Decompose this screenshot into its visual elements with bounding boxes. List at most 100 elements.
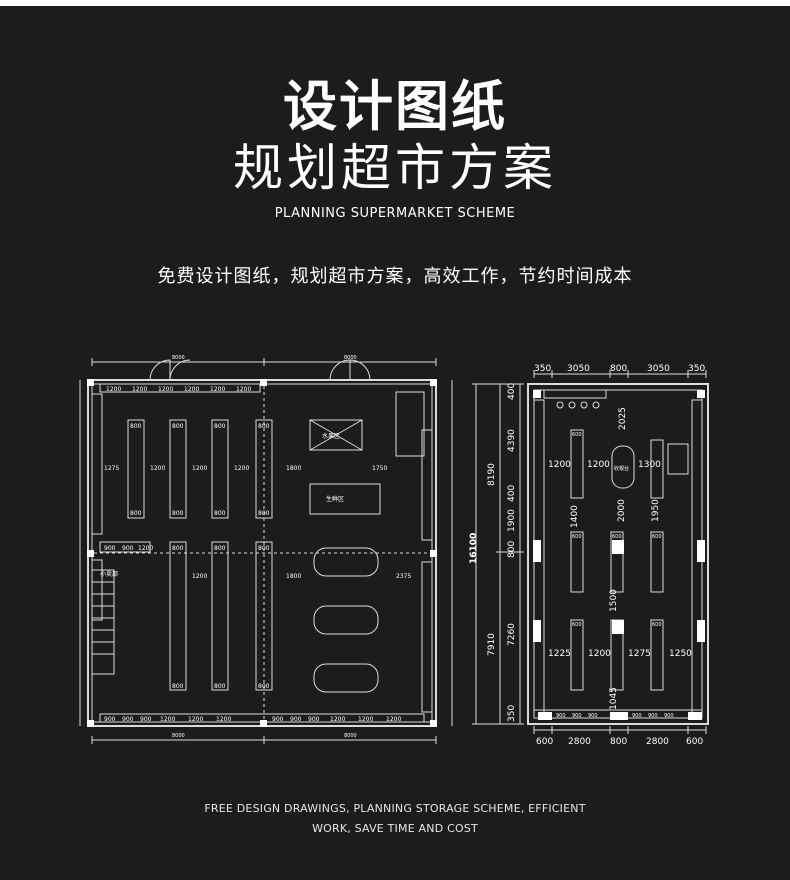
gondola-end-11: 800 (258, 545, 270, 552)
gondola-end-4: 800 (258, 423, 270, 430)
gondola-end-6: 800 (172, 510, 184, 517)
bottom-shelf-2: 900 (122, 716, 134, 723)
top-shelf-2: 1200 (132, 386, 147, 393)
right-bottom-shelf-4: 900 (632, 713, 642, 719)
vert-dim-2: 1400 (570, 505, 580, 528)
gondola-end-10: 800 (214, 545, 226, 552)
vert-dim-6: 1045 (609, 687, 619, 710)
bottom-shelf-9: 900 (308, 716, 320, 723)
bottom-shelf-6: 1200 (216, 716, 231, 723)
row2-dim-3: 1275 (628, 649, 651, 659)
right-bottom-dim-2: 2800 (568, 737, 591, 747)
shelf-unit-4: 600 (612, 534, 622, 540)
shelf-unit-5: 600 (572, 622, 582, 628)
bottom-shelf-4: 1200 (160, 716, 175, 723)
vert-dim-4: 1950 (651, 499, 661, 522)
outer-dim-bottom: 7910 (487, 633, 497, 656)
row2-dim-1: 1225 (548, 649, 571, 659)
shelf-unit-2: 600 (572, 534, 582, 540)
bottom-shelf-7: 900 (272, 716, 284, 723)
outer-dim-total: 16100 (469, 533, 479, 564)
gondola-end-12: 800 (172, 683, 184, 690)
outer-dim-top: 8190 (487, 463, 497, 486)
gondola-end-13: 800 (214, 683, 226, 690)
right-bottom-shelf-2: 900 (572, 713, 582, 719)
top-shelf-1: 1200 (106, 386, 121, 393)
left-bottom-dim-2: 8000 (344, 733, 357, 739)
inner-dim-5: 800 (507, 541, 517, 558)
right-bottom-dim-3: 800 (610, 737, 627, 747)
page-title: 设计图纸 (283, 75, 507, 138)
left-top-dim-1: 8000 (172, 355, 185, 361)
shelf-unit-3: 600 (652, 534, 662, 540)
right-bottom-shelf-3: 900 (588, 713, 598, 719)
shelf-unit-1: 600 (572, 432, 582, 438)
inner-dim-1: 400 (507, 383, 517, 400)
counter-1: 900 (104, 545, 116, 552)
right-bottom-shelf-1: 900 (556, 713, 566, 719)
vert-dim-1: 2025 (618, 407, 628, 430)
shelf-unit-6: 600 (652, 622, 662, 628)
gondola-end-5: 800 (130, 510, 142, 517)
bottom-shelf-1: 900 (104, 716, 116, 723)
english-subtitle: PLANNING SUPERMARKET SCHEME (274, 206, 516, 221)
aisle-dim-1: 1275 (104, 465, 119, 472)
row2-dim-2: 1200 (588, 649, 611, 659)
right-top-dim-2: 3050 (567, 364, 590, 374)
row2-dim-4: 1250 (669, 649, 692, 659)
inner-dim-2: 4390 (507, 429, 517, 452)
zone-label-fresh: 生鲜区 (326, 495, 344, 503)
office-label: 小卖部 (100, 570, 118, 578)
vert-dim-3: 2000 (617, 499, 627, 522)
tagline: 免费设计图纸，规划超市方案，高效工作，节约时间成本 (157, 266, 633, 287)
shelf-unit-7: 600 (612, 622, 622, 628)
gondola-end-1: 800 (130, 423, 142, 430)
aisle-dim-4: 1200 (234, 465, 249, 472)
left-top-dim-2: 8000 (344, 355, 357, 361)
right-top-dim-3: 800 (610, 364, 627, 374)
footer-line-1: FREE DESIGN DRAWINGS, PLANNING STORAGE S… (204, 802, 586, 815)
cashier-island-label: 收银台 (614, 465, 629, 472)
top-shelf-6: 1200 (236, 386, 251, 393)
gondola-end-2: 800 (172, 423, 184, 430)
counter-3: 1200 (138, 545, 153, 552)
aisle-dim-2: 1200 (150, 465, 165, 472)
top-shelf-3: 1200 (158, 386, 173, 393)
gondola-end-7: 800 (214, 510, 226, 517)
top-shelf-5: 1200 (210, 386, 225, 393)
counter-2: 900 (122, 545, 134, 552)
footer-line-2: WORK, SAVE TIME AND COST (312, 822, 478, 835)
aisle-dim-7: 2375 (396, 573, 411, 580)
vert-dim-5: 1500 (609, 589, 619, 612)
inner-dim-4: 1900 (507, 509, 517, 532)
inner-dim-7: 350 (507, 705, 517, 722)
zone-label-fruit: 水果区 (322, 432, 340, 440)
gondola-end-9: 800 (172, 545, 184, 552)
page-subtitle: 规划超市方案 (233, 139, 557, 197)
bottom-shelf-10: 1200 (330, 716, 345, 723)
right-top-dim-4: 3050 (647, 364, 670, 374)
aisle-dim-5: 1800 (286, 465, 301, 472)
right-bottom-shelf-5: 900 (648, 713, 658, 719)
left-bottom-dim-1: 8000 (172, 733, 185, 739)
top-shelf-4: 1200 (184, 386, 199, 393)
bottom-shelf-3: 900 (140, 716, 152, 723)
row1-dim-3: 1300 (638, 460, 661, 470)
bottom-shelf-12: 1200 (386, 716, 401, 723)
gondola-end-8: 800 (258, 510, 270, 517)
bottom-shelf-5: 1200 (188, 716, 203, 723)
top-border (0, 0, 790, 6)
inner-dim-3: 400 (507, 485, 517, 502)
gondola-end-14: 800 (258, 683, 270, 690)
aisle-dim-9: 1200 (192, 573, 207, 580)
bottom-shelf-8: 900 (290, 716, 302, 723)
row1-dim-2: 1200 (587, 460, 610, 470)
right-top-dim-5: 350 (688, 364, 705, 374)
right-top-dim-1: 350 (534, 364, 551, 374)
right-bottom-shelf-6: 900 (664, 713, 674, 719)
inner-dim-6: 7260 (507, 623, 517, 646)
right-bottom-dim-4: 2800 (646, 737, 669, 747)
aisle-dim-8: 1800 (286, 573, 301, 580)
